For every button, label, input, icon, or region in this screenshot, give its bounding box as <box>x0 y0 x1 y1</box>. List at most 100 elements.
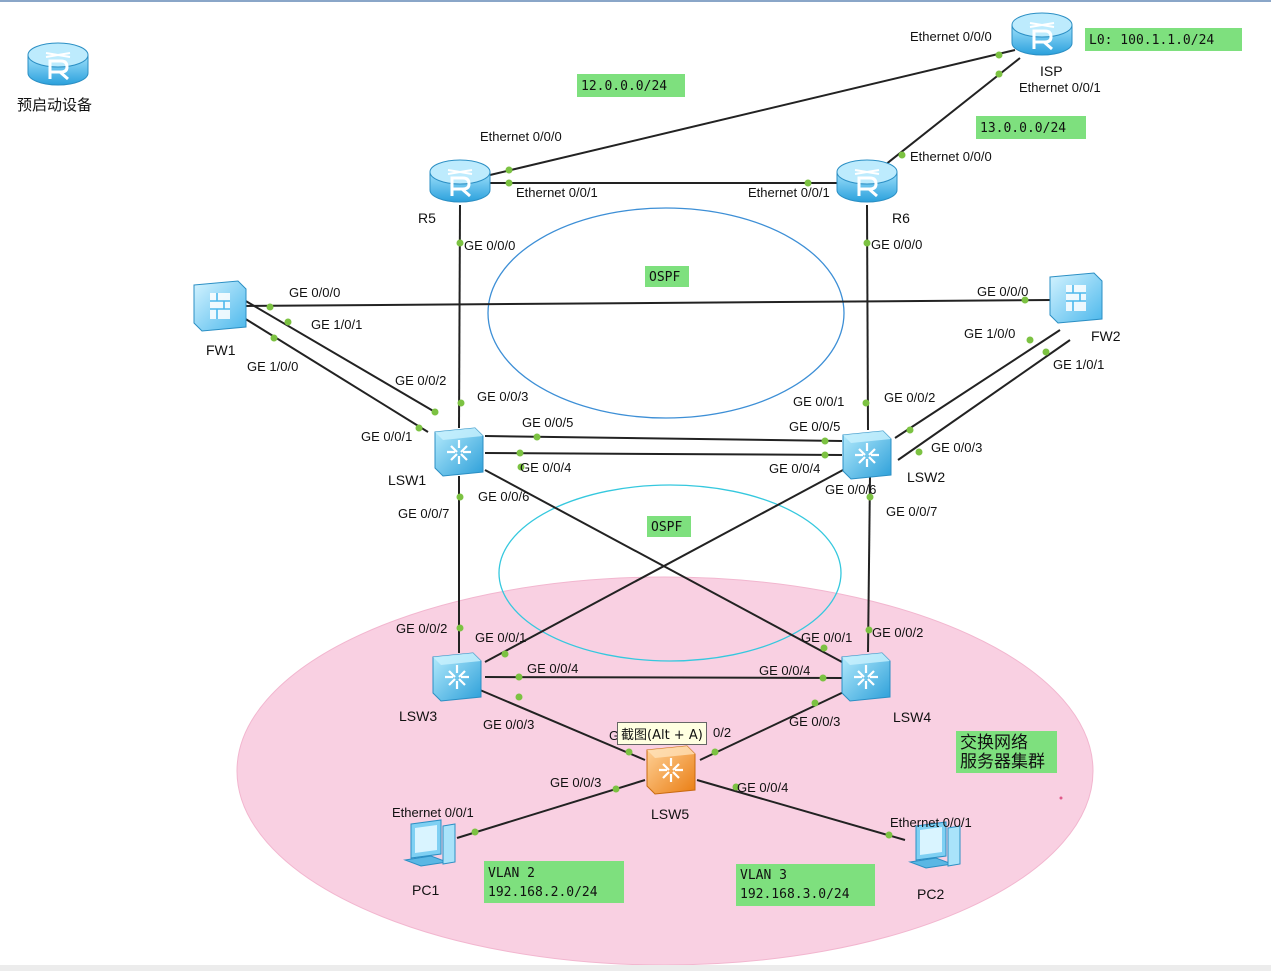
vlan3-net-note: 192.168.3.0/24 <box>740 887 850 902</box>
port-label: Ethernet 0/0/0 <box>480 129 562 144</box>
port-label: GE 0/0/3 <box>483 717 534 732</box>
port-label: GE 0/0/1 <box>361 429 412 444</box>
note-ospf-bottom-bg <box>647 516 691 537</box>
port-label: GE 0/0/0 <box>464 238 515 253</box>
screenshot-tooltip: 截图(Alt + A) <box>617 722 707 745</box>
port-label: GE 0/0/4 <box>737 780 788 795</box>
port-label: GE 0/0/3 <box>931 440 982 455</box>
link-r5-lsw1 <box>458 204 461 429</box>
vlan2-net-note: 192.168.2.0/24 <box>488 885 598 900</box>
port-label: GE 0/0/4 <box>520 460 571 475</box>
ospf-area-bottom <box>498 484 842 662</box>
note-isp-loopback-bg <box>1085 28 1242 51</box>
ospf-bottom-note: OSPF <box>651 520 682 535</box>
port-label: GE 0/0/3 <box>550 775 601 790</box>
switch-lsw3-icon[interactable] <box>431 651 483 703</box>
port-label: Ethernet 0/0/1 <box>890 815 972 830</box>
port-label: GE 0/0/3 <box>789 714 840 729</box>
window-bottom-edge <box>0 965 1271 971</box>
label-pc1: PC1 <box>412 882 439 898</box>
link-lsw1-lsw2-b <box>484 452 843 456</box>
port-label: GE 0/0/0 <box>977 284 1028 299</box>
link-lsw3-lsw5 <box>479 689 646 761</box>
port-label: GE 0/0/1 <box>793 394 844 409</box>
port-label: GE 0/0/7 <box>886 504 937 519</box>
port-label: GE 0/0/4 <box>759 663 810 678</box>
port-label: GE 0/0/2 <box>395 373 446 388</box>
label-lsw4: LSW4 <box>893 709 931 725</box>
port-label: GE 0/0/5 <box>789 419 840 434</box>
label-r5: R5 <box>418 210 436 226</box>
note-ospf-top-bg <box>645 266 689 287</box>
link-isp-r5 <box>489 49 1016 176</box>
switch-lsw5-icon[interactable] <box>646 745 696 795</box>
port-label: GE 0/0/6 <box>478 489 529 504</box>
link-fw2-lsw2-b <box>897 339 1071 461</box>
window-top-edge <box>0 0 1271 2</box>
router-isp-icon[interactable] <box>1010 11 1074 57</box>
port-label: Ethernet 0/0/1 <box>516 185 598 200</box>
port-label: GE 0/0/2 <box>872 625 923 640</box>
port-label: GE 0/0/3 <box>477 389 528 404</box>
port-label: GE 1/0/0 <box>247 359 298 374</box>
port-label: GE 1/0/1 <box>1053 357 1104 372</box>
note-net-13-bg <box>976 116 1086 139</box>
switch-lsw4-icon[interactable] <box>840 651 892 703</box>
router-legend-icon <box>26 41 90 87</box>
label-pc2: PC2 <box>917 886 944 902</box>
firewall-fw2-icon[interactable] <box>1049 272 1103 324</box>
link-lsw4-lsw5 <box>699 689 849 761</box>
link-lsw3-lsw4 <box>484 676 843 679</box>
link-lsw1-lsw2-a <box>484 435 843 442</box>
server-cluster-note-line1: 交换网络 <box>960 733 1028 753</box>
port-label: GE 0/0/7 <box>398 506 449 521</box>
note-net-12-bg <box>577 74 685 97</box>
server-cluster-note-line2: 服务器集群 <box>960 752 1045 772</box>
vlan2-name-note: VLAN 2 <box>488 866 535 881</box>
link-fw2-lsw2-a <box>894 329 1061 439</box>
switch-lsw2-icon[interactable] <box>841 429 893 481</box>
port-label: GE 0/0/1 <box>801 630 852 645</box>
isp-loopback-note: L0: 100.1.1.0/24 <box>1089 33 1214 48</box>
port-label: GE 0/0/5 <box>522 415 573 430</box>
note-vlan3-bg <box>736 864 875 906</box>
link-lsw2-lsw4 <box>867 475 871 653</box>
ospf-top-note: OSPF <box>649 270 680 285</box>
port-label: GE 0/0/4 <box>769 461 820 476</box>
port-label: GE 0/0/2 <box>884 390 935 405</box>
port-label: G <box>609 728 619 743</box>
port-label: Ethernet 0/0/1 <box>1019 80 1101 95</box>
note-vlan2-bg <box>484 861 624 903</box>
net-isp-r5-note: 12.0.0.0/24 <box>581 79 667 94</box>
pc1-icon[interactable] <box>404 819 456 867</box>
label-lsw1: LSW1 <box>388 472 426 488</box>
label-isp: ISP <box>1040 63 1063 79</box>
firewall-fw1-icon[interactable] <box>193 280 247 332</box>
port-label: Ethernet 0/0/1 <box>392 805 474 820</box>
note-cluster-bg <box>956 731 1057 773</box>
port-label: GE 0/0/6 <box>825 482 876 497</box>
router-r6-icon[interactable] <box>835 158 899 204</box>
label-fw2: FW2 <box>1091 328 1121 344</box>
router-r5-icon[interactable] <box>428 158 492 204</box>
port-label: GE 0/0/0 <box>289 285 340 300</box>
vlan3-name-note: VLAN 3 <box>740 868 787 883</box>
port-label: 0/2 <box>713 725 731 740</box>
label-fw1: FW1 <box>206 342 236 358</box>
net-isp-r6-note: 13.0.0.0/24 <box>980 121 1066 136</box>
port-label: GE 1/0/1 <box>311 317 362 332</box>
links <box>243 49 1071 841</box>
port-label: Ethernet 0/0/1 <box>748 185 830 200</box>
link-lsw5-pc2 <box>696 779 906 841</box>
link-r6-lsw2 <box>866 204 869 431</box>
link-fw1-lsw1-a <box>243 299 436 413</box>
stray-mark <box>1059 796 1063 800</box>
port-label: Ethernet 0/0/0 <box>910 29 992 44</box>
port-label: Ethernet 0/0/0 <box>910 149 992 164</box>
port-dots <box>266 51 1050 839</box>
port-label: GE 0/0/2 <box>396 621 447 636</box>
port-label: GE 1/0/0 <box>964 326 1015 341</box>
switch-lsw1-icon[interactable] <box>433 426 485 478</box>
